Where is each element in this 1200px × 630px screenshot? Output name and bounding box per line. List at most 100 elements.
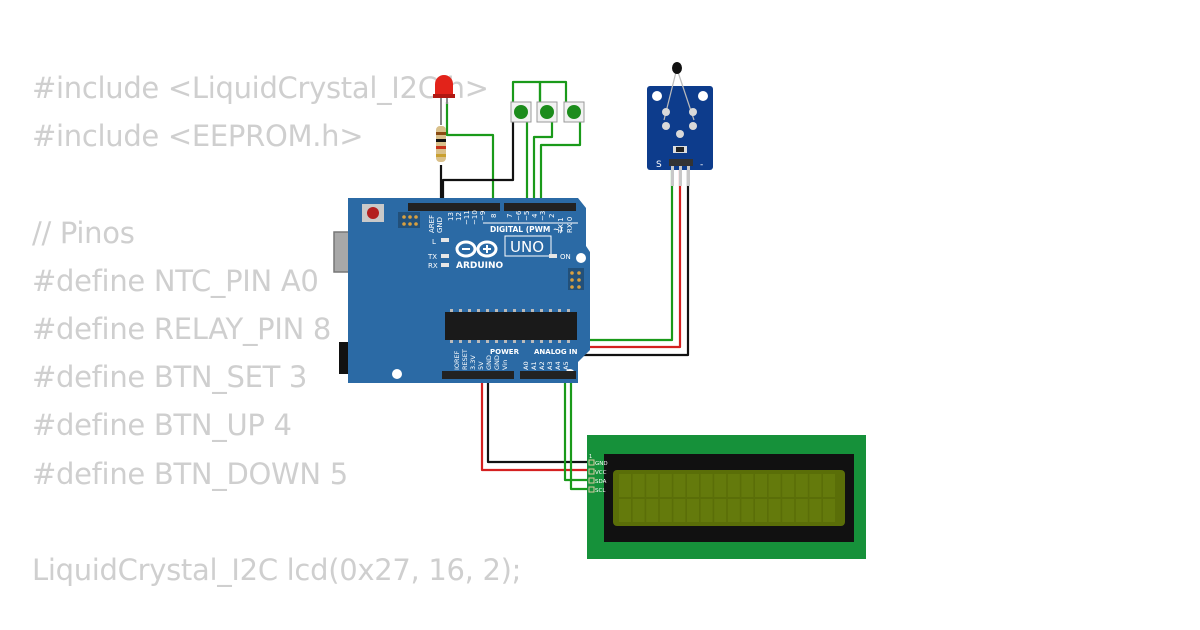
pin-label-gnd: GND (436, 217, 444, 233)
red-led[interactable] (433, 75, 455, 125)
pin-label-reset: RESET (461, 349, 469, 370)
code-line: #define BTN_DOWN 5 (32, 456, 348, 491)
pin-label-13: 13 (447, 212, 455, 221)
lcd-character-cell (795, 499, 808, 522)
wire-button-up-to-pin[interactable] (532, 120, 554, 208)
code-line: LiquidCrystal_I2C lcd(0x27, 16, 2); (32, 552, 522, 587)
lcd-character-cell (673, 499, 686, 522)
lcd-character-cell (755, 474, 767, 497)
pin-label-3v3: 3.3V (469, 355, 477, 370)
lcd-character-cell (632, 499, 645, 522)
lcd-character-cell (727, 474, 740, 497)
lcd-character-cell (823, 499, 835, 522)
lcd-character-cell (727, 499, 740, 522)
lcd-character-cell (687, 499, 699, 522)
lcd-character-grid (619, 474, 835, 522)
pin-label-5: ~5 (523, 211, 531, 221)
power-header (442, 371, 514, 379)
power-header-label: POWER (490, 348, 520, 356)
arduino-brand: ARDUINO (456, 261, 504, 271)
ntc-pin-s-label: S (656, 160, 662, 170)
lcd-character-cell (659, 499, 672, 522)
on-led-label: ON (560, 253, 571, 261)
code-line: #define NTC_PIN A0 (32, 263, 319, 298)
pin-label-gnd-2: GND (493, 355, 501, 370)
lcd-character-cell (646, 499, 659, 522)
top-pin-labels: AREF GND 13 12 ~11 ~10 ~9 8 7 ~6 ~5 4 ~3… (428, 210, 574, 234)
wire-button-set-ground[interactable] (441, 120, 515, 207)
pin-label-a4: A4 (554, 361, 562, 370)
led-tx-label: TX (427, 253, 437, 261)
lcd-character-cell (646, 474, 659, 497)
lcd-character-cell (632, 474, 645, 497)
lcd-character-cell (659, 474, 672, 497)
lcd-character-cell (809, 499, 822, 522)
wire-button-set-signal[interactable] (511, 80, 542, 103)
pin-label-a3: A3 (546, 361, 554, 370)
pin-label-a5: A5 (562, 361, 570, 370)
pin-label-a0: A0 (522, 361, 530, 370)
lcd-character-cell (782, 474, 795, 497)
digital-header-label: DIGITAL (PWM ~) (490, 225, 563, 234)
code-line: #define RELAY_PIN 8 (32, 311, 332, 346)
lcd-character-cell (673, 474, 686, 497)
code-line: #include <EEPROM.h> (32, 119, 364, 154)
pin-label-ioref: IOREF (453, 350, 461, 370)
lcd-pin-vcc: VCC (595, 470, 607, 476)
wire-scl[interactable] (569, 378, 592, 491)
lcd-character-cell (619, 474, 631, 497)
arduino-model: UNO (510, 238, 544, 256)
code-overlay: #include <LiquidCrystal_I2C.h>#include <… (32, 64, 521, 594)
wire-button-up-top[interactable] (538, 80, 568, 103)
lcd-character-cell (741, 474, 754, 497)
lcd-character-cell (714, 499, 727, 522)
pin-label-a1: A1 (530, 361, 538, 370)
ntc-pin-minus-label: - (700, 160, 703, 170)
arduino-uno[interactable]: AREF GND 13 12 ~11 ~10 ~9 8 7 ~6 ~5 4 ~3… (333, 198, 590, 383)
lcd-character-cell (768, 499, 781, 522)
pin-label-gnd-1: GND (485, 355, 493, 370)
atmega-chip (445, 312, 577, 340)
lcd-pin-sda: SDA (595, 479, 607, 485)
button-set[interactable] (510, 101, 532, 123)
lcd-character-cell (687, 474, 699, 497)
led-rx-label: RX (428, 262, 438, 270)
lcd-character-cell (823, 474, 835, 497)
pin-label-rx0: RX 0 (566, 217, 574, 233)
lcd-character-cell (809, 474, 822, 497)
lcd-character-cell (755, 499, 767, 522)
pin-label-7: 7 (506, 214, 514, 218)
wire-led-to-pin8[interactable] (445, 102, 495, 208)
lcd-character-cell (795, 474, 808, 497)
lcd-character-cell (700, 499, 713, 522)
pin-label-5v: 5V (477, 361, 485, 370)
wire-sda[interactable] (563, 378, 592, 482)
wire-button-down-to-pin[interactable] (539, 120, 582, 208)
arduino-logo-icon (455, 240, 498, 258)
analog-header-label: ANALOG IN (534, 348, 578, 356)
lcd-character-cell (741, 499, 754, 522)
code-line: #define BTN_UP 4 (32, 408, 292, 443)
pin-label-tx1: TX 1 (557, 217, 565, 234)
button-down[interactable] (563, 101, 585, 123)
code-line: #define BTN_SET 3 (32, 360, 308, 395)
code-line: // Pinos (32, 215, 135, 250)
pin-label-2: 2 (548, 214, 556, 218)
pin-label-9: ~9 (479, 211, 487, 221)
lcd-character-cell (782, 499, 795, 522)
button-up[interactable] (536, 101, 558, 123)
pin-label-4: 4 (531, 213, 539, 218)
ntc-module[interactable]: S - (647, 62, 713, 186)
pin-label-3: ~3 (539, 211, 547, 221)
pin-label-6: ~6 (515, 210, 523, 221)
lcd-character-cell (700, 474, 713, 497)
analog-header (520, 371, 576, 379)
pin-label-10: ~10 (471, 210, 479, 225)
digital-header-left (408, 203, 500, 211)
pin-label-8: 8 (490, 214, 498, 218)
lcd-pin-gnd: GND (595, 461, 608, 467)
bottom-pin-labels: IOREF RESET 3.3V 5V GND GND Vin A0 A1 A2… (453, 349, 570, 370)
pin-label-12: 12 (455, 212, 463, 221)
resistor[interactable] (436, 126, 446, 162)
led-l-label: L (432, 238, 436, 246)
